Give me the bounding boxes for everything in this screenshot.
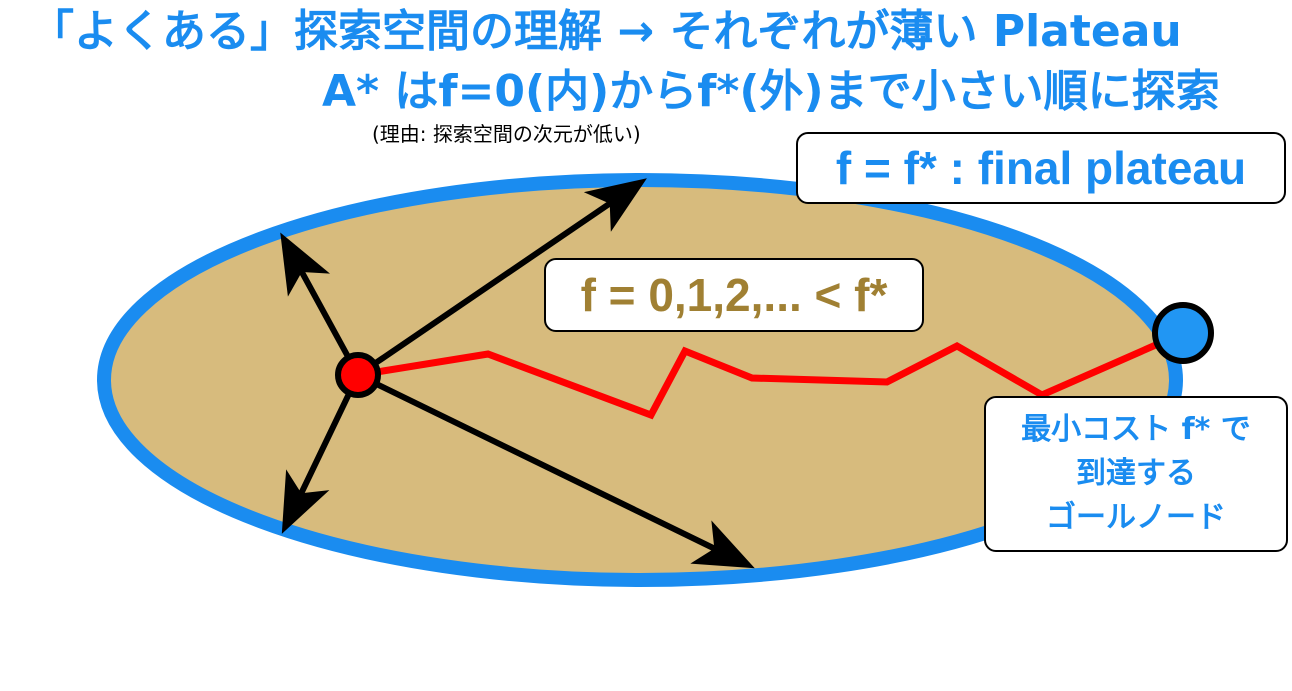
expansion-arrow-up-right bbox=[356, 178, 647, 378]
inner-plateaus-label: f = 0,1,2,... < f* bbox=[544, 258, 924, 332]
goal-node bbox=[1152, 302, 1214, 364]
title-line-2: A* はf=0(内)からf*(外)まで小さい順に探索 bbox=[322, 66, 1220, 117]
final-plateau-label: f = f* : final plateau bbox=[796, 132, 1286, 204]
goal-label-line-1: 最小コスト f* で bbox=[1021, 412, 1251, 447]
title-line-1: 「よくある」探索空間の理解 → それぞれが薄い Plateau bbox=[30, 6, 1182, 57]
expansion-arrow-down-left bbox=[281, 373, 361, 534]
expansion-arrow-down-right bbox=[356, 372, 755, 569]
start-node bbox=[335, 352, 381, 398]
goal-label-line-3: ゴールノード bbox=[1046, 500, 1226, 535]
goal-label-line-2: 到達する bbox=[1076, 456, 1196, 491]
goal-node-label: 最小コスト f* で 到達する ゴールノード bbox=[984, 396, 1288, 552]
subtitle: (理由: 探索空間の次元が低い) bbox=[372, 122, 641, 146]
optimal-path bbox=[357, 329, 1185, 420]
expansion-arrow-up-left bbox=[280, 232, 361, 377]
